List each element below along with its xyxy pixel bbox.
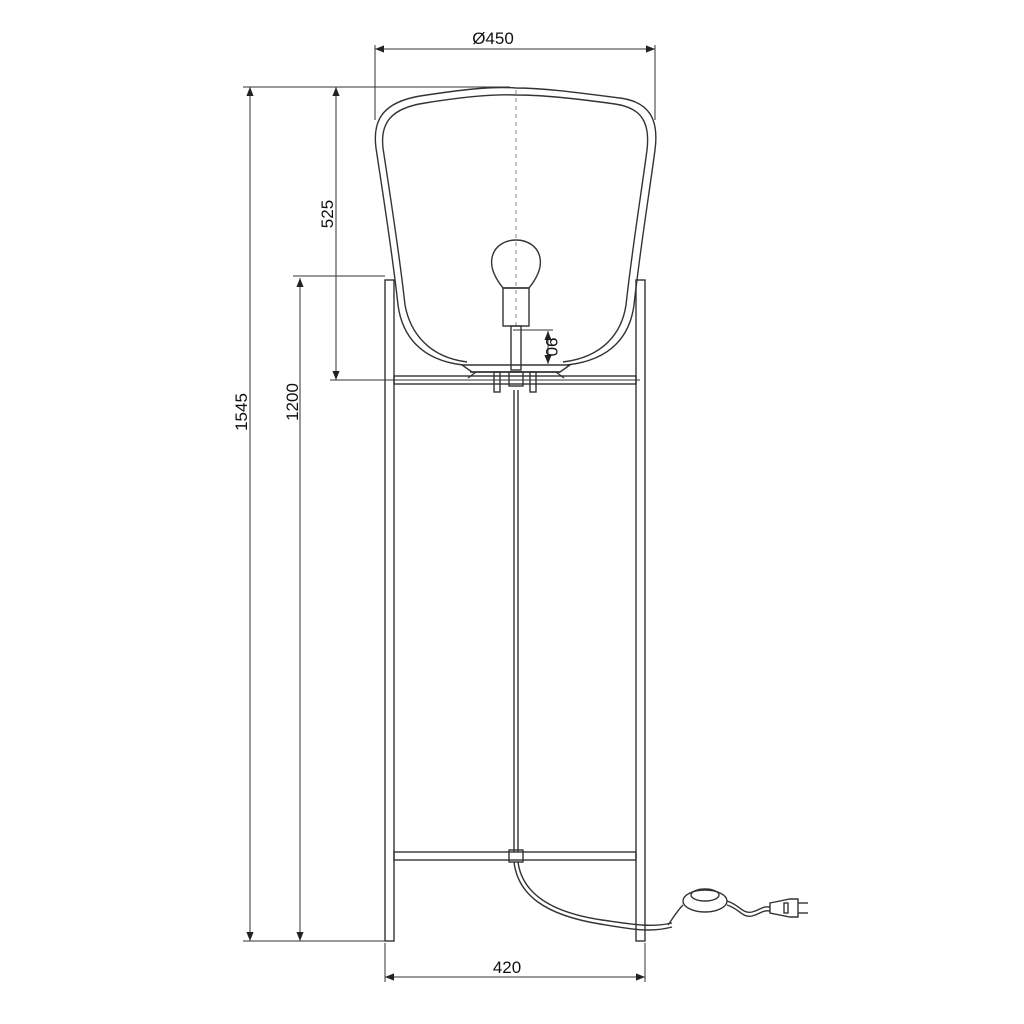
power-plug-icon — [769, 898, 808, 918]
frame-leg-right — [635, 279, 646, 942]
shade-height-dimension: 525 — [318, 87, 640, 381]
socket-offset-dimension: 90 — [513, 329, 561, 364]
base-width-dimension: 420 — [384, 943, 646, 982]
bulb-socket — [502, 287, 530, 371]
power-cable — [508, 390, 673, 931]
plug-cable — [726, 900, 771, 917]
top-crossbar — [393, 375, 637, 385]
socket-offset-label: 90 — [542, 338, 561, 357]
foot-switch-icon — [667, 888, 728, 926]
base-width-label: 420 — [493, 958, 521, 977]
frame-height-label: 1200 — [283, 383, 302, 421]
shade-diameter-label: Ø450 — [472, 29, 514, 48]
bottom-crossbar — [393, 851, 637, 861]
frame-leg-left — [384, 279, 395, 942]
mounting-plate — [459, 364, 573, 393]
frame-height-dimension: 1200 — [283, 275, 385, 941]
total-height-label: 1545 — [232, 393, 251, 431]
total-height-dimension: 1545 — [232, 86, 510, 942]
shade-height-label: 525 — [318, 200, 337, 228]
lamp-shade — [374, 86, 657, 366]
bulb — [490, 239, 542, 289]
shade-diameter-dimension: Ø450 — [374, 29, 656, 120]
